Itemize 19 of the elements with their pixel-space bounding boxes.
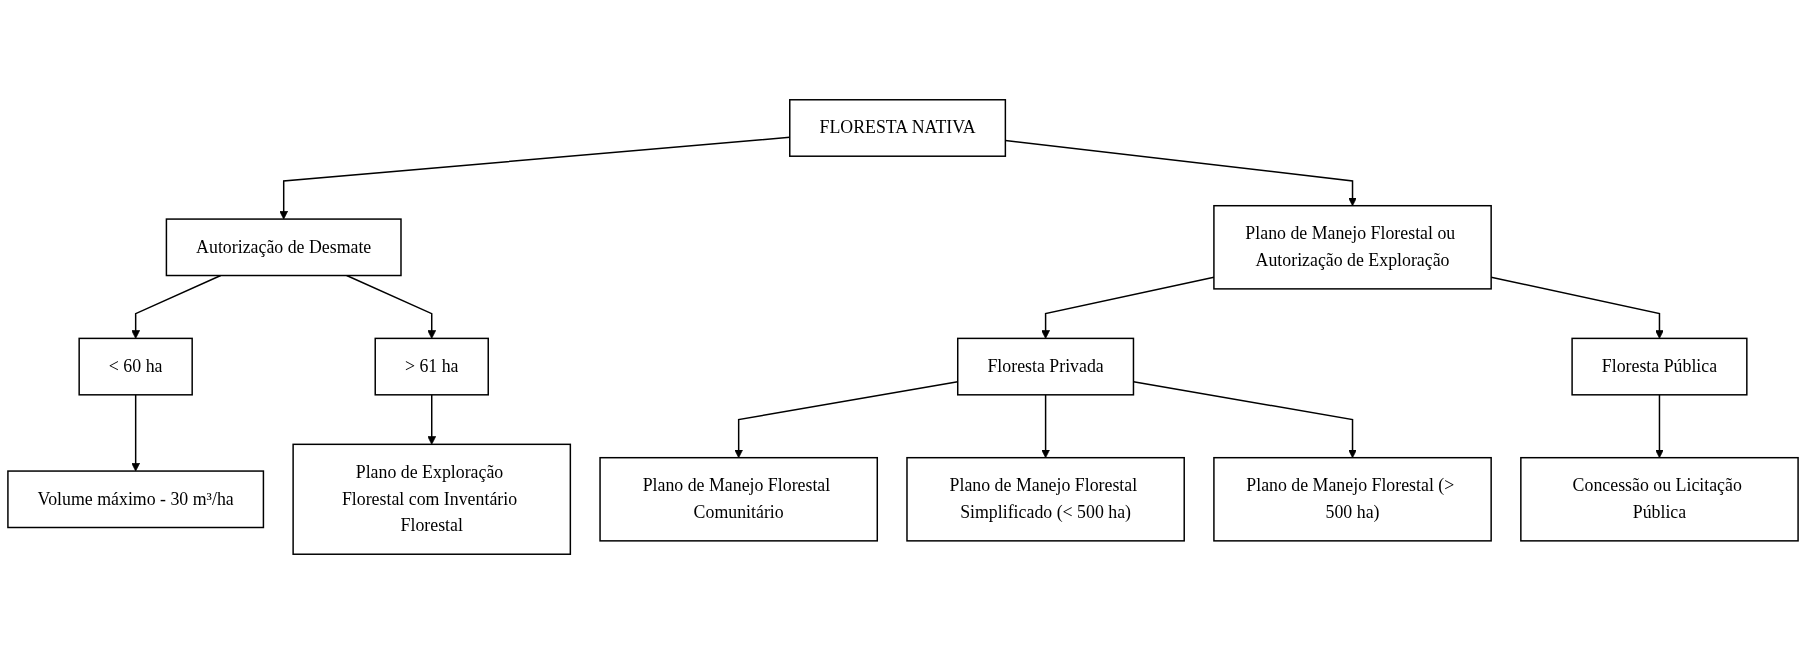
node-box: Volume máximo - 30 m³/ha [7, 470, 265, 529]
node-box: < 60 ha [78, 337, 193, 396]
node-box: Plano de Manejo Florestal (> 500 ha) [1213, 456, 1492, 542]
node-box: Plano de Exploração Florestal com Inventário Florestal [292, 443, 572, 555]
node-box: > 61 ha [374, 337, 489, 396]
node-box: Floresta Privada [957, 337, 1135, 396]
arrow [1655, 394, 1664, 459]
node-box: Plano de Manejo Florestal ou Autorização de Exploração [1213, 204, 1492, 290]
arrow [131, 274, 222, 339]
node-box: Autorização de Desmate [165, 218, 402, 277]
node-box: Plano de Manejo Florestal Simplificado (< 500 ha) [906, 456, 1185, 542]
arrow [1041, 394, 1050, 459]
node-box: FLORESTA NATIVA [789, 99, 1007, 157]
node-box: Floresta Pública [1571, 337, 1748, 396]
arrow [131, 394, 140, 472]
node-box: Concessão ou Licitação Pública [1520, 456, 1799, 542]
node-box: Plano de Manejo Florestal Comunitário [599, 456, 879, 542]
arrow [427, 394, 437, 445]
arrow [345, 274, 437, 339]
